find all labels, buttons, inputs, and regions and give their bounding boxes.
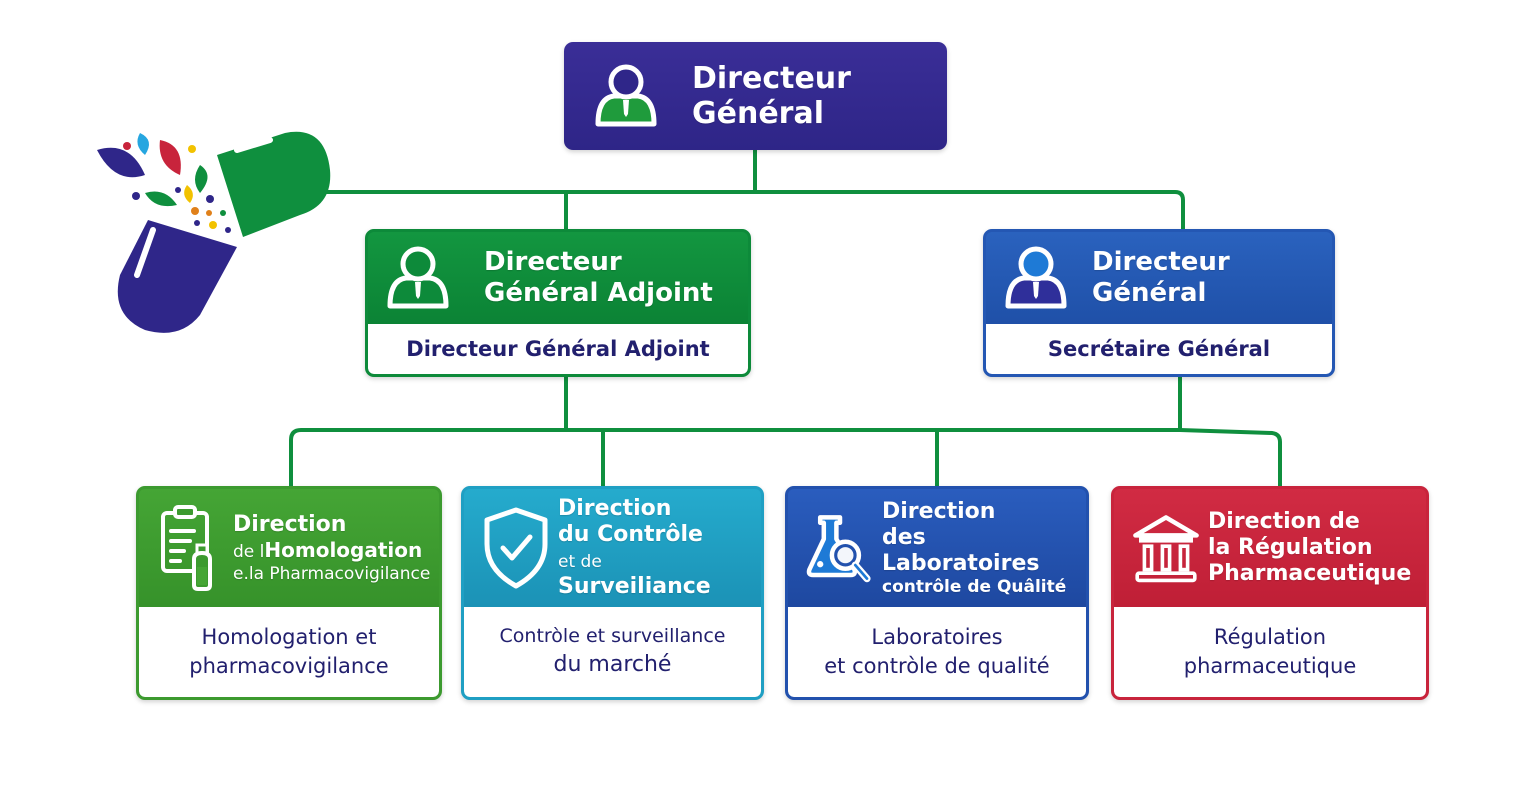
title-line: Directeur (692, 60, 851, 96)
title-line: des Laboratoires (882, 525, 1040, 576)
title-line: Pharmaceutique (1208, 560, 1412, 586)
node-description: Laboratoires et contròle de qualité (788, 607, 1086, 697)
node-title: Direction du Contrôle et de Surveiliance (558, 496, 761, 600)
node-title: Directeur Général (692, 61, 851, 132)
node-description: Régulation pharmaceutique (1114, 607, 1426, 697)
connector-level2-bar (300, 190, 1185, 229)
node-description: Contròle et surveillance du marché (464, 607, 761, 697)
title-line: la Régulation (1208, 535, 1373, 561)
title-prefix: de l (233, 541, 265, 562)
title-line: Direction (558, 496, 672, 522)
desc-line: pharmaceutique (1183, 654, 1357, 678)
title-line: Direction de (1208, 509, 1360, 535)
desc-line: Laboratoires (871, 624, 1003, 649)
title-line: de lHomologation (233, 538, 430, 564)
title-prefix: et de (558, 552, 602, 572)
title-line: Général (1092, 278, 1207, 308)
node-subtitle: Directeur Général Adjoint (368, 324, 748, 374)
desc-line: pharmacovigilance (189, 654, 389, 678)
node-header: Direction de lHomologation e.la Pharmaco… (139, 489, 439, 607)
node-title: Directeur Général (1092, 247, 1230, 308)
person-icon (590, 60, 662, 132)
title-line: du Contrôle (558, 522, 703, 548)
node-title: Direction de lHomologation e.la Pharmaco… (233, 512, 430, 584)
node-direction-laboratoires[interactable]: Direction des Laboratoires contrôle de Q… (785, 486, 1089, 700)
desc-line: Régulation (1213, 624, 1327, 649)
title-line: contrôle de Quâlité (882, 576, 1067, 597)
node-header: Directeur Général Adjoint (368, 232, 748, 324)
node-subtitle: Secrétaire Général (986, 324, 1332, 374)
node-title: Direction de la Régulation Pharmaceutiqu… (1208, 509, 1411, 587)
node-direction-homologation[interactable]: Direction de lHomologation e.la Pharmaco… (136, 486, 442, 700)
pharma-capsule-logo (97, 131, 331, 333)
desc-line: Contròle et surveillance (499, 625, 726, 648)
title-line: e.la Pharmacovigilance (233, 563, 431, 584)
node-description: Homologation et pharmacovigilance (139, 607, 439, 697)
node-secretaire-general[interactable]: Directeur Général Secrétaire Général (983, 229, 1335, 377)
title-main: Surveiliance (558, 573, 711, 599)
title-line: et de Surveiliance (558, 548, 761, 600)
shield-check-icon (480, 503, 552, 593)
desc-line: du marché (553, 651, 672, 677)
title-line: Général (692, 96, 824, 131)
node-header: Directeur Général (986, 232, 1332, 324)
node-title: Directeur Général Adjoint (484, 247, 713, 308)
node-header: Directeur Général (564, 42, 947, 150)
node-direction-controle[interactable]: Direction du Contrôle et de Surveiliance… (461, 486, 764, 700)
clipboard-bottle-icon (155, 503, 227, 593)
node-directeur-general-adjoint[interactable]: Directeur Général Adjoint Directeur Géné… (365, 229, 751, 377)
person-icon (382, 242, 454, 314)
person-icon (1000, 242, 1072, 314)
title-line: Directeur (1092, 247, 1230, 278)
flask-magnifier-icon (804, 503, 876, 593)
desc-line: Homologation et (201, 624, 377, 649)
node-title: Direction des Laboratoires contrôle de Q… (882, 499, 1086, 597)
node-direction-regulation[interactable]: Direction de la Régulation Pharmaceutiqu… (1111, 486, 1429, 700)
title-main: Homologation (264, 537, 423, 562)
title-line: Général Adjoint (484, 278, 713, 308)
node-directeur-general[interactable]: Directeur Général (564, 42, 947, 150)
title-line: Directeur (484, 247, 622, 278)
institution-building-icon (1130, 503, 1202, 593)
desc-line: et contròle de qualité (824, 654, 1050, 678)
node-header: Direction de la Régulation Pharmaceutiqu… (1114, 489, 1426, 607)
node-header: Direction des Laboratoires contrôle de Q… (788, 489, 1086, 607)
title-line: Direction (882, 499, 996, 525)
node-header: Direction du Contrôle et de Surveiliance (464, 489, 761, 607)
connector-level3-bar (289, 428, 1282, 486)
title-line: Direction (233, 512, 347, 538)
